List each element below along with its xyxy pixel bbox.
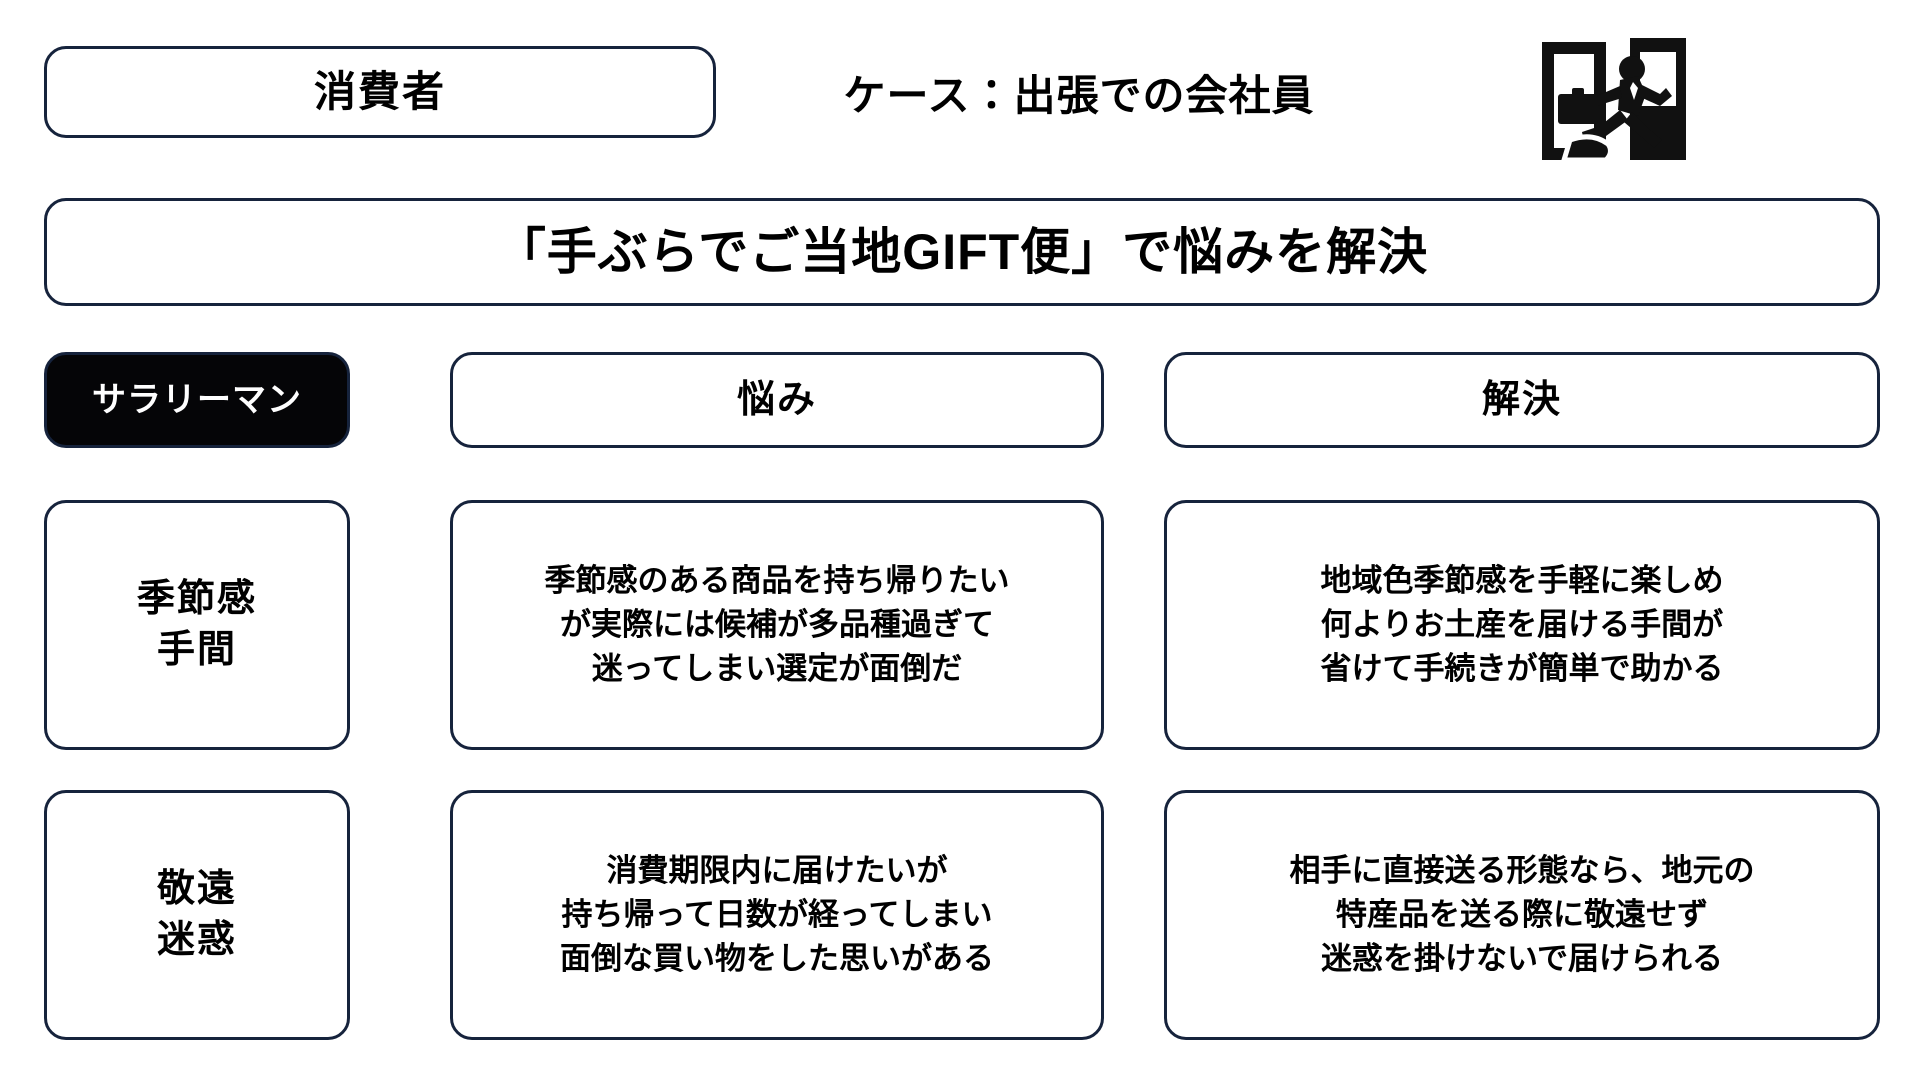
actor-pill[interactable]: 消費者	[44, 46, 716, 138]
column-header-solution[interactable]: 解決	[1164, 352, 1880, 448]
column-header-problem[interactable]: 悩み	[450, 352, 1104, 448]
case-label: ケース：出張での会社員	[843, 71, 1315, 119]
running-businessman-door-icon	[1534, 36, 1694, 166]
column-header-row: サラリーマン 悩み 解決	[44, 352, 1880, 448]
row-problem-cell[interactable]: 消費期限内に届けたいが 持ち帰って日数が経ってしまい 面倒な買い物をした思いがあ…	[450, 790, 1104, 1040]
page-title: 「手ぶらでご当地GIFT便」で悩みを解決	[44, 198, 1880, 306]
row-keyword-cell[interactable]: 敬遠 迷惑	[44, 790, 350, 1040]
table-row: 敬遠 迷惑 消費期限内に届けたいが 持ち帰って日数が経ってしまい 面倒な買い物を…	[44, 790, 1880, 1040]
row-solution-cell[interactable]: 相手に直接送る形態なら、地元の 特産品を送る際に敬遠せず 迷惑を掛けないで届けら…	[1164, 790, 1880, 1040]
row-keyword-cell[interactable]: 季節感 手間	[44, 500, 350, 750]
header-row: 消費者 ケース：出張での会社員	[44, 36, 1880, 163]
row-solution-cell[interactable]: 地域色季節感を手軽に楽しめ 何よりお土産を届ける手間が 省けて手続きが簡単で助か…	[1164, 500, 1880, 750]
table-row: 季節感 手間 季節感のある商品を持ち帰りたい が実際には候補が多品種過ぎて 迷っ…	[44, 500, 1880, 750]
column-header-persona[interactable]: サラリーマン	[44, 352, 350, 448]
row-problem-cell[interactable]: 季節感のある商品を持ち帰りたい が実際には候補が多品種過ぎて 迷ってしまい選定が…	[450, 500, 1104, 750]
